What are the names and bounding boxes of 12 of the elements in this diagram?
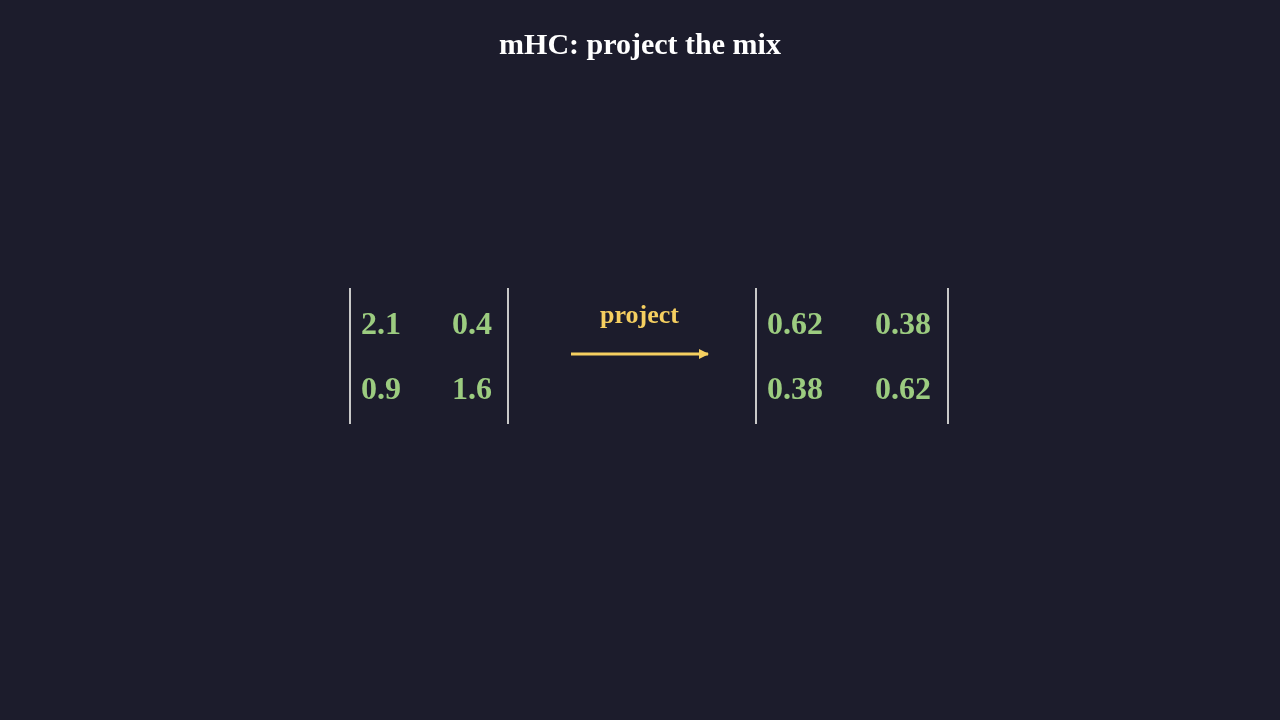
matrix-entry: 0.38 — [767, 370, 823, 406]
matrix — [755, 288, 949, 424]
matrix-entry: 0.38 — [875, 305, 931, 341]
matrix-entry: 0.62 — [767, 305, 823, 341]
matrix-entry: 0.4 — [452, 305, 492, 341]
matrix-entry: 1.6 — [452, 370, 492, 406]
diagram-title: mHC: project the mix — [498, 26, 782, 62]
matrix-entry: 0.9 — [361, 370, 401, 406]
arrow — [571, 349, 709, 359]
matrix-entry: 0.62 — [875, 370, 931, 406]
matrix-entry: 2.1 — [361, 305, 401, 341]
matrix — [349, 288, 509, 424]
